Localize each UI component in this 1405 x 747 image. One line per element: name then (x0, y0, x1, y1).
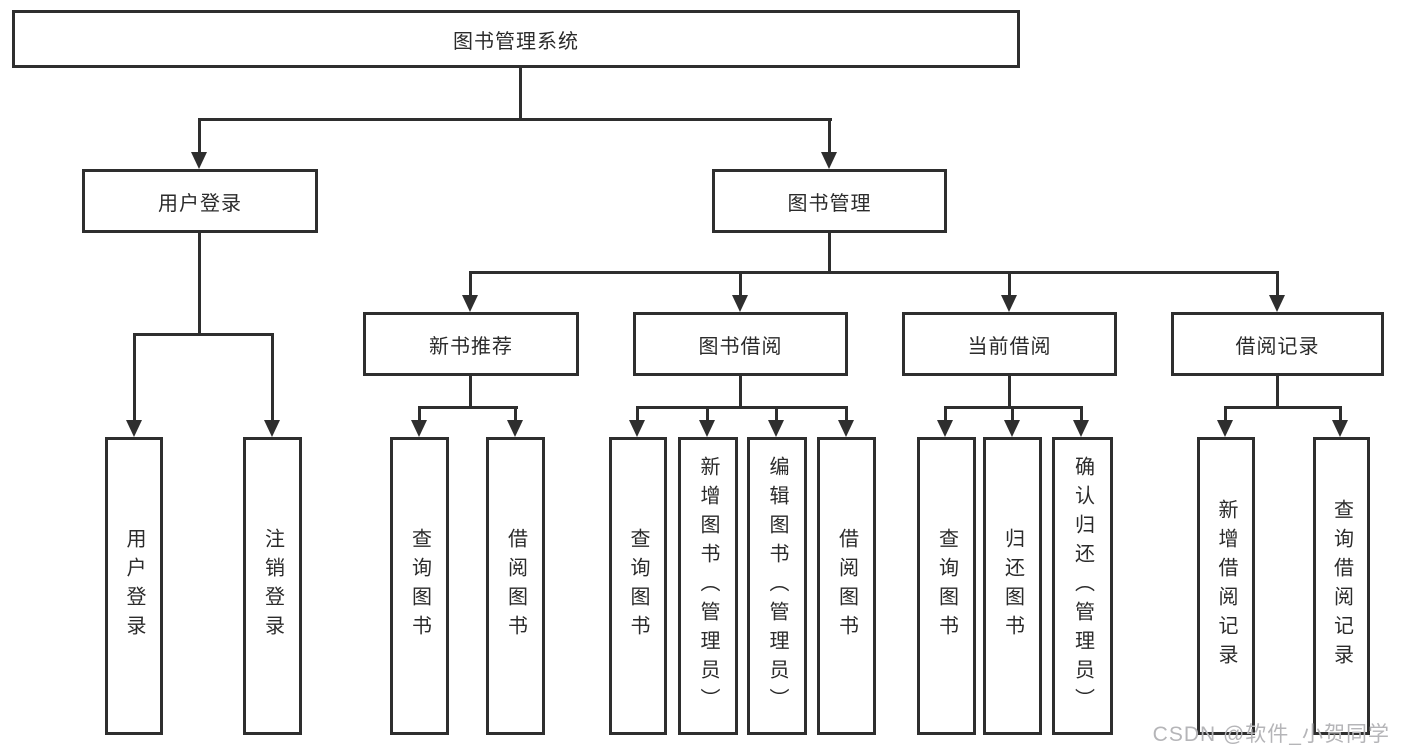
node-current-borrow-label: 当前借阅 (967, 335, 1052, 358)
node-root-label: 图书管理系统 (453, 30, 579, 53)
leaf-query-book-recommend-label: 查询图书 (408, 528, 431, 644)
connector-line (706, 406, 709, 422)
arrow-down-icon (1269, 295, 1285, 312)
connector-line (1224, 406, 1342, 409)
leaf-confirm-return-admin-label: 确认归还（管理员） (1071, 455, 1094, 717)
connector-line (1276, 271, 1279, 297)
arrow-down-icon (732, 295, 748, 312)
arrow-down-icon (1332, 420, 1348, 437)
connector-line (418, 406, 518, 409)
connector-line (1276, 376, 1279, 408)
leaf-return-book: 归还图书 (983, 437, 1042, 735)
arrow-down-icon (191, 152, 207, 169)
arrow-down-icon (699, 420, 715, 437)
leaf-query-book-borrow-label: 查询图书 (627, 528, 649, 644)
connector-line (198, 118, 832, 121)
connector-line (1080, 406, 1083, 422)
connector-line (133, 333, 136, 421)
arrow-down-icon (507, 420, 523, 437)
connector-line (469, 271, 472, 297)
arrow-down-icon (1073, 420, 1089, 437)
leaf-borrow-book-recommend: 借阅图书 (486, 437, 545, 735)
connector-line (271, 333, 274, 421)
arrow-down-icon (838, 420, 854, 437)
connector-line (845, 406, 848, 422)
leaf-add-book-admin-label: 新增图书（管理员） (697, 455, 719, 717)
node-book-management-label: 图书管理 (787, 192, 872, 215)
arrow-down-icon (1001, 295, 1017, 312)
arrow-down-icon (126, 420, 142, 437)
node-book-management: 图书管理 (712, 169, 947, 233)
leaf-query-book-current-label: 查询图书 (935, 528, 958, 644)
arrow-down-icon (411, 420, 427, 437)
connector-line (133, 333, 274, 336)
leaf-query-borrow-record-label: 查询借阅记录 (1330, 499, 1353, 673)
leaf-query-book-recommend: 查询图书 (390, 437, 449, 735)
connector-line (469, 376, 472, 408)
leaf-query-book-borrow: 查询图书 (609, 437, 667, 735)
node-new-book-recommend: 新书推荐 (363, 312, 579, 376)
node-borrow-records-label: 借阅记录 (1235, 335, 1320, 358)
leaf-borrow-book-recommend-label: 借阅图书 (504, 528, 527, 644)
arrow-down-icon (1004, 420, 1020, 437)
leaf-edit-book-admin-label: 编辑图书（管理员） (766, 455, 788, 717)
csdn-watermark: CSDN @软件_小贺同学 (1152, 723, 1390, 746)
connector-line (828, 118, 831, 154)
arrow-down-icon (264, 420, 280, 437)
connector-line (1339, 406, 1342, 422)
connector-line (469, 271, 1279, 274)
node-borrow-records: 借阅记录 (1171, 312, 1384, 376)
connector-line (636, 406, 639, 422)
leaf-logout-label: 注销登录 (261, 528, 284, 644)
connector-line (1224, 406, 1227, 422)
connector-line (418, 406, 421, 422)
leaf-add-book-admin: 新增图书（管理员） (678, 437, 738, 735)
arrow-down-icon (768, 420, 784, 437)
connector-line (636, 406, 848, 409)
connector-line (739, 271, 742, 297)
connector-line (198, 233, 201, 335)
leaf-user-login: 用户登录 (105, 437, 163, 735)
leaf-user-login-label: 用户登录 (123, 528, 145, 644)
connector-line (739, 376, 742, 408)
node-user-login: 用户登录 (82, 169, 318, 233)
arrow-down-icon (821, 152, 837, 169)
arrow-down-icon (629, 420, 645, 437)
leaf-return-book-label: 归还图书 (1001, 528, 1024, 644)
connector-line (519, 68, 522, 120)
arrow-down-icon (462, 295, 478, 312)
connector-line (1008, 376, 1011, 408)
arrow-down-icon (937, 420, 953, 437)
connector-line (198, 118, 201, 154)
node-root: 图书管理系统 (12, 10, 1020, 68)
node-new-book-recommend-label: 新书推荐 (429, 335, 513, 358)
connector-line (775, 406, 778, 422)
node-user-login-label: 用户登录 (158, 192, 242, 215)
leaf-add-borrow-record-label: 新增借阅记录 (1215, 499, 1237, 673)
node-current-borrow: 当前借阅 (902, 312, 1117, 376)
leaf-logout: 注销登录 (243, 437, 302, 735)
leaf-borrow-book-label: 借阅图书 (835, 528, 858, 644)
connector-line (828, 233, 831, 273)
leaf-borrow-book: 借阅图书 (817, 437, 876, 735)
arrow-down-icon (1217, 420, 1233, 437)
leaf-add-borrow-record: 新增借阅记录 (1197, 437, 1255, 735)
connector-line (944, 406, 947, 422)
node-book-borrow-label: 图书借阅 (698, 335, 783, 358)
leaf-confirm-return-admin: 确认归还（管理员） (1052, 437, 1113, 735)
leaf-query-borrow-record: 查询借阅记录 (1313, 437, 1370, 735)
connector-line (1011, 406, 1014, 422)
node-book-borrow: 图书借阅 (633, 312, 848, 376)
connector-line (514, 406, 517, 422)
leaf-query-book-current: 查询图书 (917, 437, 976, 735)
connector-line (1008, 271, 1011, 297)
leaf-edit-book-admin: 编辑图书（管理员） (747, 437, 807, 735)
